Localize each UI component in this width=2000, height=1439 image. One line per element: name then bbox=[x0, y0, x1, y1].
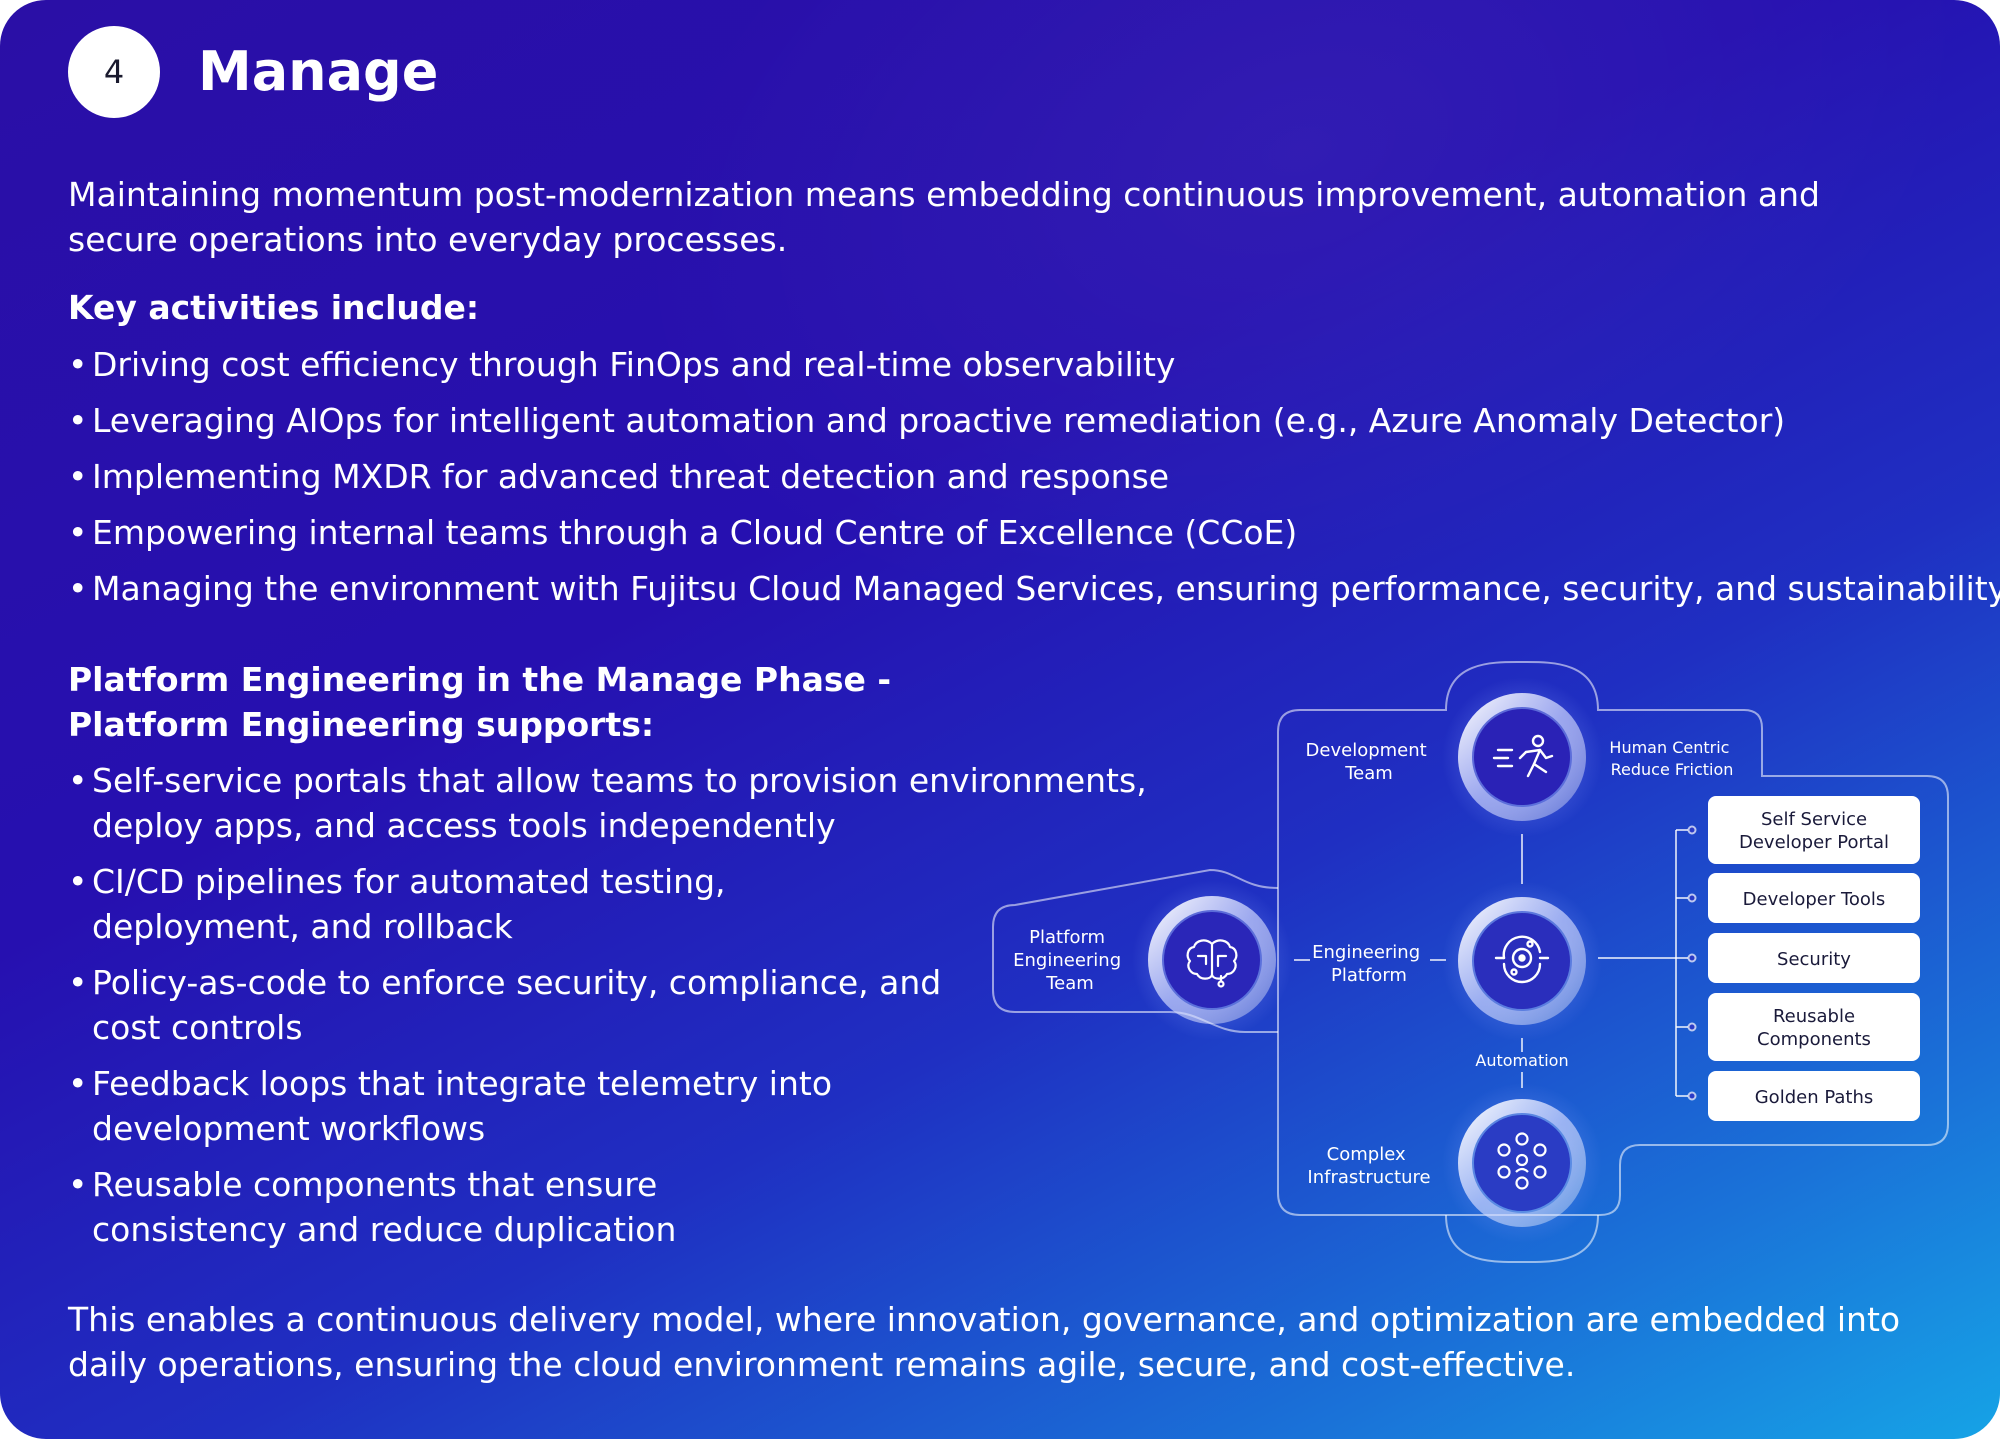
key-activities-heading: Key activities include: bbox=[68, 288, 480, 327]
list-item: Managing the environment with Fujitsu Cl… bbox=[68, 566, 2000, 611]
running-person-icon bbox=[1492, 734, 1554, 778]
box-security: Security bbox=[1708, 933, 1920, 983]
list-item: Leveraging AIOps for intelligent automat… bbox=[68, 398, 1968, 443]
step-number-badge: 4 bbox=[68, 26, 160, 118]
ring-development bbox=[1442, 677, 1602, 837]
label-human-centric: Human Centric Reduce Friction bbox=[1609, 738, 1734, 779]
platform-engineering-heading: Platform Engineering in the Manage Phase… bbox=[68, 657, 968, 747]
brain-icon bbox=[1186, 939, 1238, 988]
page-title: Manage bbox=[198, 40, 439, 103]
heading-line: Platform Engineering supports: bbox=[68, 705, 655, 744]
label-complex-infrastructure: Complex Infrastructure bbox=[1307, 1144, 1430, 1188]
svg-text:Security: Security bbox=[1777, 949, 1851, 970]
gear-platform-icon bbox=[1494, 935, 1550, 984]
list-item: Driving cost efficiency through FinOps a… bbox=[68, 342, 1968, 387]
label-platform-team: Platform Engineering Team bbox=[1013, 927, 1127, 994]
connector-ticks bbox=[1676, 825, 1697, 1101]
list-item: Empowering internal teams through a Clou… bbox=[68, 510, 1968, 555]
label-automation: Automation bbox=[1475, 1051, 1568, 1070]
diagram-outline-main bbox=[1277, 660, 1949, 1216]
list-item: Implementing MXDR for advanced threat de… bbox=[68, 454, 1968, 499]
platform-engineering-list: Self-service portals that allow teams to… bbox=[68, 758, 1148, 1263]
label-engineering-platform: Engineering Platform bbox=[1312, 942, 1426, 986]
key-activities-list: Driving cost efficiency through FinOps a… bbox=[68, 342, 2000, 622]
outro-paragraph: This enables a continuous delivery model… bbox=[68, 1300, 1901, 1384]
intro-paragraph: Maintaining momentum post-modernization … bbox=[68, 175, 1820, 259]
list-item: Reusable components that ensure consiste… bbox=[68, 1162, 772, 1252]
network-nodes-icon bbox=[1497, 1132, 1547, 1190]
box-golden-paths: Golden Paths bbox=[1708, 1071, 1920, 1121]
label-development-team: Development Team bbox=[1306, 740, 1433, 784]
heading-line: Platform Engineering in the Manage Phase… bbox=[68, 660, 892, 699]
list-item: CI/CD pipelines for automated testing, d… bbox=[68, 859, 812, 949]
list-item: Feedback loops that integrate telemetry … bbox=[68, 1061, 852, 1151]
svg-text:Developer Tools: Developer Tools bbox=[1743, 889, 1886, 910]
box-developer-tools: Developer Tools bbox=[1708, 873, 1920, 923]
svg-text:Golden Paths: Golden Paths bbox=[1755, 1087, 1874, 1108]
list-item: Policy-as-code to enforce security, comp… bbox=[68, 960, 952, 1050]
diagram-outline-bottom bbox=[1445, 1214, 1599, 1264]
list-item: Self-service portals that allow teams to… bbox=[68, 758, 1152, 848]
ring-infrastructure bbox=[1442, 1083, 1602, 1243]
